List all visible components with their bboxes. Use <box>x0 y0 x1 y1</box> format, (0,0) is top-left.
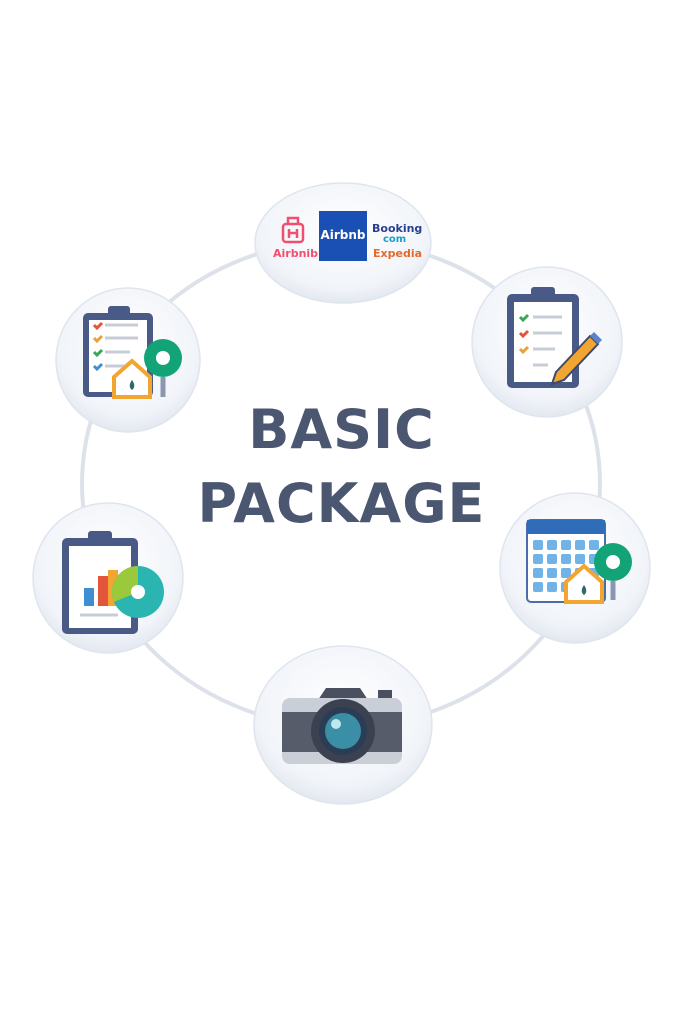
house-icon <box>112 358 152 399</box>
title-line-1: BASIC <box>248 398 435 461</box>
node-listing-checklist <box>55 287 201 433</box>
report-clipboard-icon <box>62 531 138 634</box>
calendar-day-cell <box>547 582 557 592</box>
node-booking-calendar <box>499 492 651 644</box>
calendar-day-cell <box>533 540 543 550</box>
calendar-day-cell <box>533 568 543 578</box>
calendar-day-cell <box>561 540 571 550</box>
node-analytics-report <box>32 502 184 654</box>
airbnb-box-label: Airbnb <box>320 228 366 242</box>
node-platforms <box>254 182 432 304</box>
calendar-day-cell <box>533 582 543 592</box>
pie-chart-icon <box>112 566 164 618</box>
calendar-day-cell <box>589 540 599 550</box>
calendar-day-cell <box>561 568 571 578</box>
airbnb-small-label: Airbnib <box>273 247 319 260</box>
expedia-label: Expedia <box>373 247 423 260</box>
calendar-day-cell <box>575 540 585 550</box>
calendar-day-cell <box>547 540 557 550</box>
clipboard-icon <box>507 287 579 388</box>
camera-icon <box>282 688 402 764</box>
location-pin-icon <box>594 543 632 600</box>
house-icon <box>564 563 604 604</box>
node-editing-checklist <box>471 266 623 418</box>
calendar-day-cell <box>547 568 557 578</box>
calendar-day-cell <box>561 554 571 564</box>
pencil-icon <box>550 332 602 386</box>
title-line-2: PACKAGE <box>197 472 486 535</box>
airbnb-logo-box <box>319 211 367 261</box>
calendar-day-cell <box>575 554 585 564</box>
booking-label: Booking <box>372 222 423 235</box>
luggage-icon <box>281 216 305 244</box>
calendar-day-cell <box>547 554 557 564</box>
node-photography <box>253 645 433 805</box>
calendar-day-cell <box>533 554 543 564</box>
com-label: com <box>383 234 407 245</box>
location-pin-icon <box>144 339 182 397</box>
